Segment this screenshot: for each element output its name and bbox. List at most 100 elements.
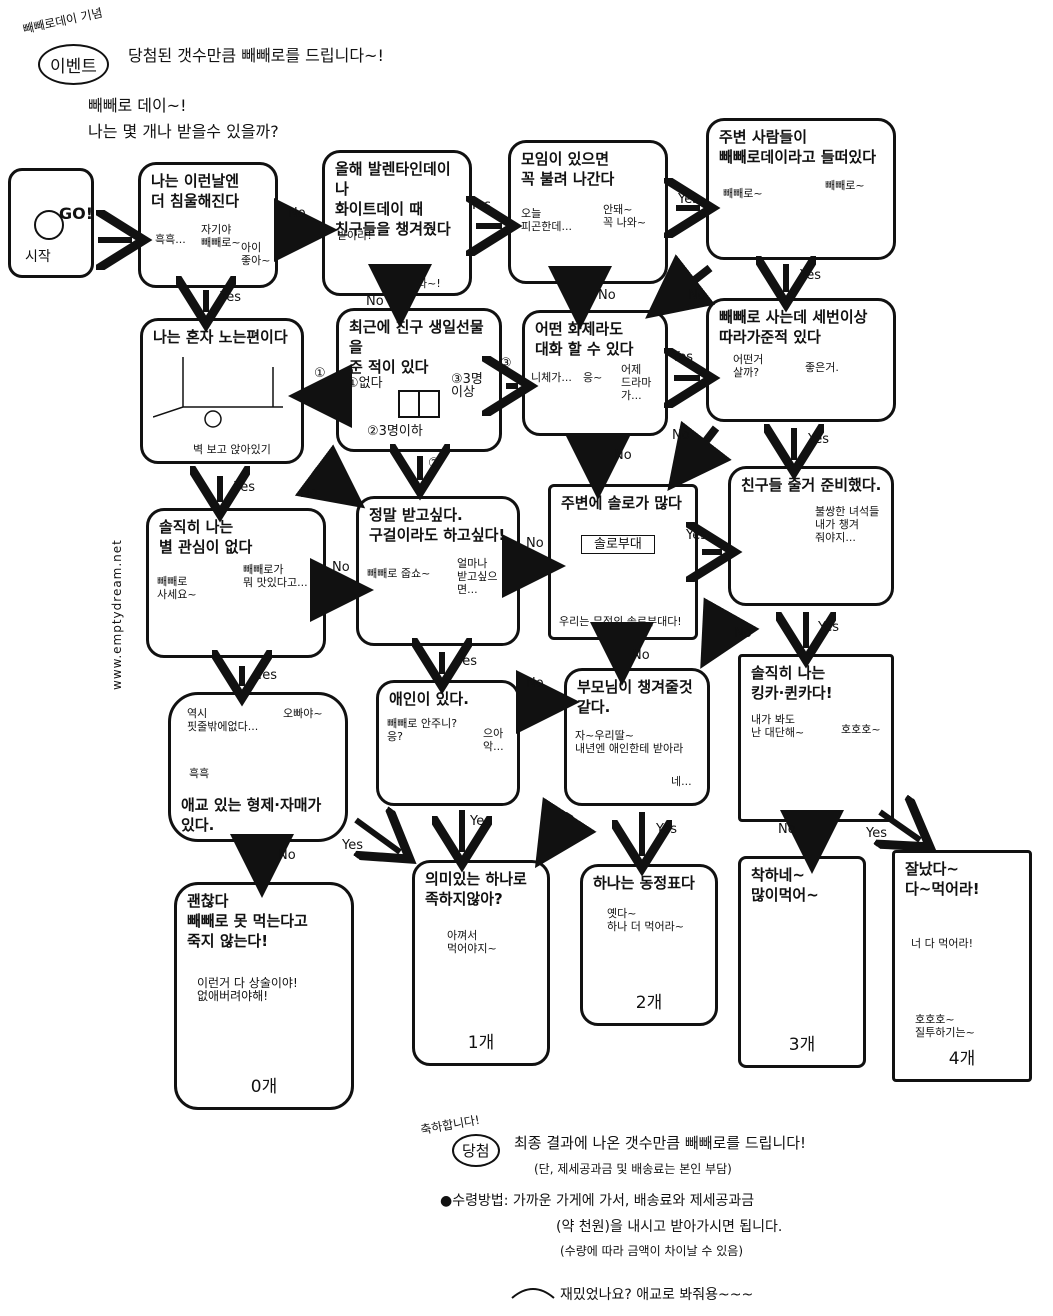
- q-lover-title: 애인이 있다.: [389, 690, 469, 708]
- footer-line1: 최종 결과에 나온 갯수만큼 빼빼로를 드립니다!: [514, 1134, 807, 1152]
- result-0-sub1: 이런거 다 상술이야! 없애버려야해!: [197, 976, 298, 1003]
- result-4-title: 잘났다~ 다~먹어라!: [905, 860, 980, 898]
- q-prepared-title: 친구들 줄거 준비했다.: [741, 476, 882, 494]
- label-no: No: [598, 288, 616, 303]
- q-beg-sub1: 빼빼로 줍쇼~: [367, 567, 431, 580]
- label-yes: Yes: [256, 668, 277, 683]
- q-gathering-title: 모임이 있으면 꼭 불려 나간다: [521, 150, 615, 188]
- label-no: No: [300, 486, 318, 501]
- q-gloomy-title: 나는 이런날엔 더 침울해진다: [151, 172, 240, 210]
- q-follow-sub2: 좋은거.: [805, 361, 839, 374]
- label-yes: Yes: [808, 432, 829, 447]
- q-box-sibling: 역시 핏줄밖에없다... 오빠야~ 흑흑 애교 있는 형제·자매가 있다.: [168, 692, 348, 842]
- arrow-b15-r1: [534, 797, 597, 869]
- header-line2: 나는 몇 개나 받을수 있을까?: [88, 122, 279, 141]
- event-badge: 이벤트: [38, 44, 109, 85]
- q-lover-sub1: 빼빼로 안주니? 응?: [387, 717, 458, 743]
- label-yes: Yes: [470, 814, 491, 829]
- label-yes: Yes: [678, 192, 699, 207]
- q-conversation-sub2: 응~: [583, 371, 603, 384]
- result-4-sub1: 너 다 먹어라!: [911, 937, 974, 950]
- q-beg-title: 정말 받고싶다. 구걸이라도 하고싶다!: [369, 506, 506, 544]
- q-gloomy-sub3: 아이 좋아~: [241, 241, 271, 267]
- q-gathering-sub1: 오늘 피곤한데...: [521, 207, 572, 233]
- q-sibling-sub1: 역시 핏줄밖에없다...: [187, 707, 259, 733]
- footer-line4: (약 천원)을 내시고 받아가시면 됩니다.: [556, 1219, 783, 1235]
- result-4-sub2: 호호호~ 질투하기는~: [915, 1013, 975, 1039]
- result-1-count: 1개: [467, 1033, 495, 1053]
- q-box-gloomy: 나는 이런날엔 더 침울해진다 흑흑... 자기야 빼빼로~ 아이 좋아~: [138, 162, 278, 288]
- winner-badge: 당첨: [452, 1134, 500, 1167]
- label-no: No: [614, 448, 632, 463]
- q-prepared-sub1: 불쌍한 녀석들 내가 챙겨 줘야지...: [815, 505, 880, 544]
- result-2-sub1: 옛다~ 하나 더 먹어라~: [607, 907, 684, 933]
- label-yes: Yes: [234, 480, 255, 495]
- q-alone-title: 나는 혼자 노는편이다: [153, 328, 288, 346]
- q-box-alone: 나는 혼자 노는편이다 벽 보고 앉아있기: [140, 318, 304, 464]
- label-yes: Yes: [866, 826, 887, 841]
- label-no: No: [526, 676, 544, 691]
- label-yes: Yes: [800, 268, 821, 283]
- label-yes: Yes: [220, 290, 241, 305]
- arrow-b8-b11: [667, 420, 732, 491]
- q-box-follow: 빼빼로 사는데 세번이상 따라가준적 있다 어떤거 살까? 좋은거.: [706, 298, 896, 422]
- label-one: ①: [314, 366, 326, 381]
- label-no: No: [672, 428, 690, 443]
- q-valentine-sub1: 받아라!: [337, 229, 372, 242]
- start-figure: [34, 210, 64, 240]
- label-yes: Yes: [470, 198, 491, 213]
- q-parents-sub1: 자~우리딸~ 내년엔 애인한테 받아라: [575, 729, 684, 755]
- q-excited-sub2: 빼빼로~: [825, 179, 865, 192]
- q-excited-title: 주변 사람들이 빼빼로데이라고 들떠있다: [719, 128, 877, 166]
- label-no: No: [632, 648, 650, 663]
- q-alone-sub1: 벽 보고 앉아있기: [193, 443, 271, 456]
- start-box: GO! 시작: [8, 168, 94, 278]
- result-0-title: 괜찮다 빼빼로 못 먹는다고 죽지 않는다!: [187, 892, 308, 950]
- q-excited-sub1: 빼빼로~: [723, 187, 763, 200]
- result-0-count: 0개: [250, 1077, 278, 1097]
- result-1-title: 의미있는 하나로 족하지않아?: [425, 870, 527, 908]
- result-0: 괜찮다 빼빼로 못 먹는다고 죽지 않는다! 이런거 다 상술이야! 없애버려야…: [174, 882, 354, 1110]
- label-two: ②: [428, 456, 440, 471]
- arrow-b5-b10: [294, 444, 366, 509]
- q-kingka-sub2: 호호호~: [841, 723, 881, 736]
- arrow-b16-r4: [880, 812, 920, 840]
- footer-line5: (수량에 따라 금액이 차이날 수 있음): [560, 1244, 743, 1258]
- q-gathering-sub2: 안돼~ 꼭 나와~: [603, 203, 647, 229]
- q-nointerest-title: 솔직히 나는 별 관심이 없다: [159, 518, 253, 556]
- result-3-count: 3개: [788, 1035, 816, 1055]
- q-conversation-sub3: 어제 드라마가...: [621, 363, 652, 402]
- gift-box-drawing: [398, 390, 440, 418]
- q-parents-sub2: 네...: [671, 775, 692, 788]
- label-no: No: [688, 288, 706, 303]
- label-no: No: [278, 848, 296, 863]
- footer-line3: ●수령방법: 가까운 가게에 가서, 배송료와 제세공과금: [440, 1193, 755, 1209]
- label-no: No: [778, 822, 796, 837]
- room-drawing: [153, 357, 283, 428]
- result-2-count: 2개: [635, 993, 663, 1013]
- result-4-count: 4개: [948, 1049, 976, 1069]
- label-no: No: [288, 206, 306, 221]
- q-kingka-title: 솔직히 나는 킹카·퀸카다!: [751, 664, 833, 702]
- q-valentine-title: 올해 발렌타인데이나 화이트데이 때 친구들을 챙겨줬다: [335, 160, 451, 238]
- footer-line6: 재밌었나요? 애교로 봐줘용~~~: [560, 1287, 754, 1303]
- q-birthday-opt2: ②3명이하: [367, 424, 423, 439]
- q-follow-title: 빼빼로 사는데 세번이상 따라가준적 있다: [719, 308, 868, 346]
- label-yes: Yes: [672, 350, 693, 365]
- headline: 당첨된 갯수만큼 빼빼로를 드립니다~!: [128, 46, 384, 65]
- q-box-valentine: 올해 발렌타인데이나 화이트데이 때 친구들을 챙겨줬다 받아라! 와~!: [322, 150, 472, 296]
- q-solo-banner: 솔로부대: [581, 535, 655, 554]
- arrow-b12-b15: [700, 597, 760, 669]
- q-box-prepared: 친구들 줄거 준비했다. 불쌍한 녀석들 내가 챙겨 줘야지...: [728, 466, 894, 606]
- q-gloomy-sub2: 자기야 빼빼로~: [201, 223, 241, 249]
- label-yes: Yes: [342, 838, 363, 853]
- header-line1: 빼빼로 데이~!: [88, 96, 187, 115]
- q-sibling-sub2: 오빠야~: [283, 707, 323, 720]
- q-box-parents: 부모님이 챙겨줄것 같다. 자~우리딸~ 내년엔 애인한테 받아라 네...: [564, 668, 710, 806]
- q-sibling-sub3: 흑흑: [189, 767, 210, 780]
- start-label: 시작: [25, 249, 51, 265]
- q-follow-sub1: 어떤거 살까?: [733, 353, 764, 379]
- label-no: No: [332, 560, 350, 575]
- q-birthday-opt1: ①없다: [347, 376, 383, 391]
